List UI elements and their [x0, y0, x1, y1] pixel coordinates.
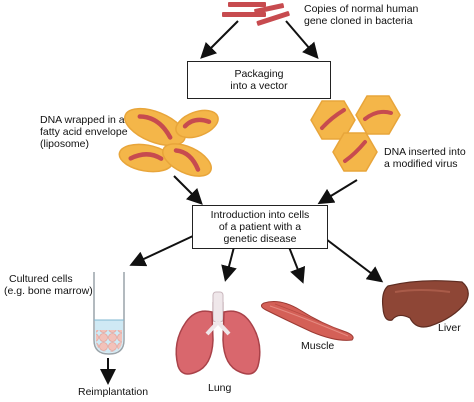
liposome-group [118, 107, 219, 177]
liposome-label-line1: DNA wrapped in a [40, 114, 125, 126]
liposome-label-line2: fatty acid envelope [40, 126, 128, 138]
arrow-dna-to-packaging-right [285, 20, 319, 60]
muscle-label: Muscle [301, 340, 335, 352]
lung-label: Lung [208, 382, 232, 394]
arrow-to-lung [221, 246, 237, 282]
packaging-box: Packaging into a vector [187, 61, 331, 99]
muscle-icon [260, 301, 354, 341]
liposome-label-line3: (liposome) [40, 138, 90, 150]
arrow-virus-to-introduction [317, 179, 358, 205]
introduction-box: Introduction into cells of a patient wit… [192, 205, 328, 249]
dna-fragments [222, 2, 290, 26]
arrow-to-cultured-cells [129, 235, 194, 267]
cultured-label-line2: (e.g. bone marrow) [4, 285, 93, 297]
liver-icon [381, 280, 469, 328]
reimplantation-label: Reimplantation [78, 386, 149, 398]
virus-label-line2: a modified virus [384, 158, 458, 170]
copies-label-line1: Copies of normal human [304, 3, 419, 15]
test-tube-icon [93, 272, 125, 355]
copies-label-line2: gene cloned in bacteria [304, 15, 413, 27]
arrow-to-muscle [288, 246, 306, 284]
virus-label-line1: DNA inserted into [384, 146, 466, 158]
arrow-liposome-to-introduction [173, 175, 203, 205]
arrow-dna-to-packaging-left [200, 20, 239, 59]
cultured-label-line1: Cultured cells [9, 273, 73, 285]
virus-group [310, 95, 401, 172]
lung-icon [175, 291, 261, 375]
arrow-to-liver [321, 235, 384, 283]
liver-label: Liver [438, 322, 461, 334]
